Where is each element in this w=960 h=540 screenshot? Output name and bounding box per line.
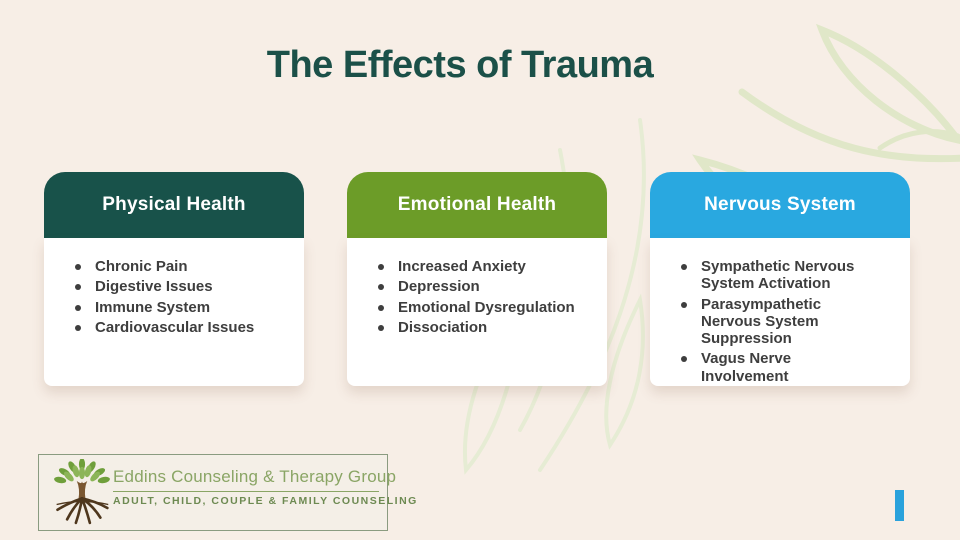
list-item: Digestive Issues: [72, 278, 273, 295]
list-item: Increased Anxiety: [375, 258, 576, 275]
card-header-emotional-health: Emotional Health: [347, 172, 607, 238]
list-item: Chronic Pain: [72, 258, 273, 275]
card-nervous-system: Nervous System Sympathetic Nervous Syste…: [650, 172, 910, 386]
slide-progress-marker: [895, 490, 904, 521]
list-item: Emotional Dysregulation: [375, 299, 576, 316]
tree-with-roots-icon: [54, 459, 110, 525]
card-header-physical-health: Physical Health: [44, 172, 304, 238]
list-item: Sympathetic Nervous System Activation: [678, 258, 879, 293]
list-item: Cardiovascular Issues: [72, 319, 273, 336]
card-header-label: Nervous System: [704, 194, 856, 215]
list-item: Immune System: [72, 299, 273, 316]
card-header-label: Physical Health: [102, 194, 246, 215]
page-title: The Effects of Trauma: [266, 44, 654, 86]
logo: Eddins Counseling & Therapy Group ADULT,…: [38, 454, 418, 531]
list-item: Dissociation: [375, 319, 576, 336]
list-item: Parasympathetic Nervous System Suppressi…: [678, 296, 879, 348]
list-item: Vagus Nerve Involvement: [678, 350, 879, 385]
logo-text: Eddins Counseling & Therapy Group ADULT,…: [113, 467, 418, 507]
card-header-nervous-system: Nervous System: [650, 172, 910, 238]
card-header-label: Emotional Health: [397, 194, 557, 215]
logo-name: Eddins Counseling & Therapy Group: [113, 467, 397, 486]
list-item: Depression: [375, 278, 576, 295]
logo-tagline: ADULT, CHILD, COUPLE & FAMILY COUNSELING: [113, 495, 418, 507]
logo-divider: [113, 491, 379, 492]
